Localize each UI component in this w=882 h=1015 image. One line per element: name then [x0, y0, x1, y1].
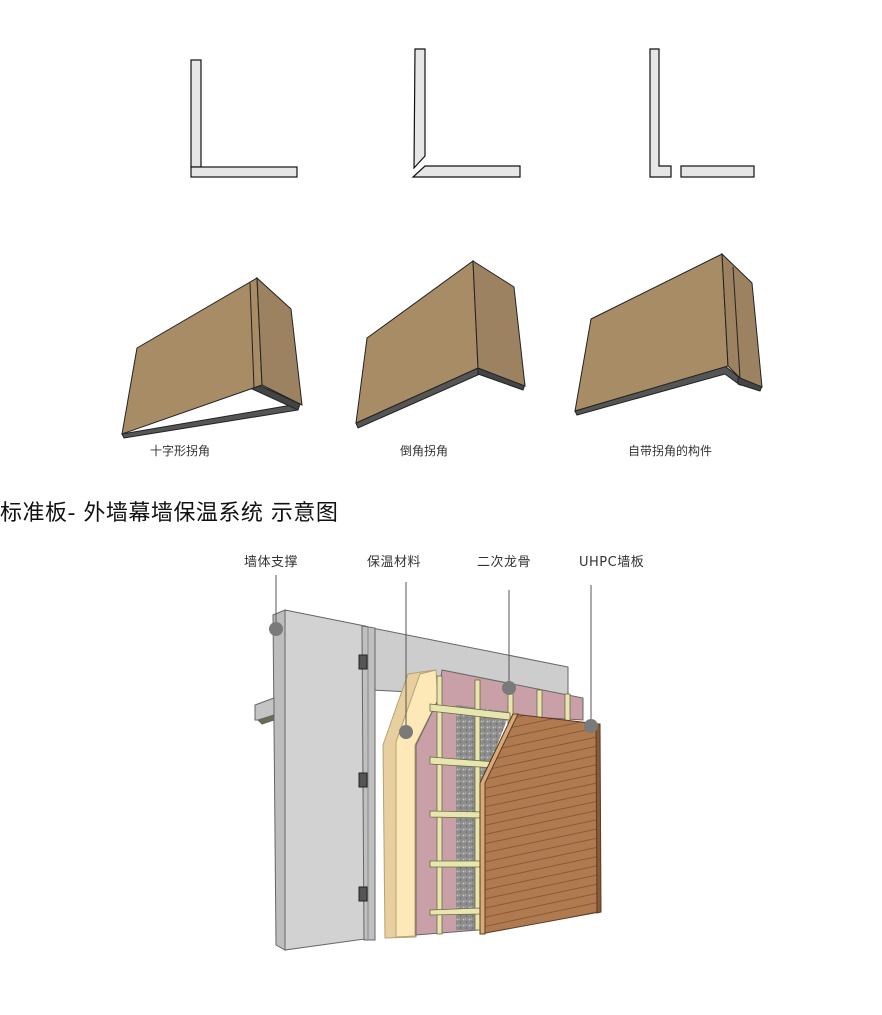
- uhpc-panel-layer: [479, 713, 602, 935]
- caption-chamfer-corner: 倒角拐角: [400, 444, 449, 458]
- callout-label-insulation: 保温材料: [367, 555, 422, 570]
- section-title: 标准板- 外墙幕墙保温系统 示意图: [0, 501, 339, 526]
- callout-dot-uhpc-panel: [584, 719, 598, 733]
- profile-chamfer-corner: [411, 48, 521, 178]
- callout-dot-wall-support: [269, 622, 283, 636]
- callout-label-secondary-keel: 二次龙骨: [477, 555, 532, 570]
- corner-profiles-drawing: [190, 48, 755, 178]
- secondary-keel-layer: [429, 675, 571, 935]
- callout-label-wall-support: 墙体支撑: [244, 555, 299, 570]
- callout-dot-secondary-keel: [502, 681, 516, 695]
- corner-models-drawing: [121, 252, 763, 439]
- profile-cross-corner: [190, 59, 298, 178]
- callout-leaders: [269, 575, 598, 739]
- corner-model-cross: [121, 276, 303, 439]
- profile-integral-corner: [649, 48, 755, 178]
- corner-model-integral: [574, 252, 763, 416]
- caption-cross-corner: 十字形拐角: [150, 444, 211, 458]
- caption-integral-corner: 自带拐角的构件: [628, 444, 713, 458]
- callout-dot-insulation: [399, 725, 413, 739]
- callout-label-uhpc-panel: UHPC墙板: [579, 555, 645, 570]
- corner-model-chamfer: [355, 260, 526, 429]
